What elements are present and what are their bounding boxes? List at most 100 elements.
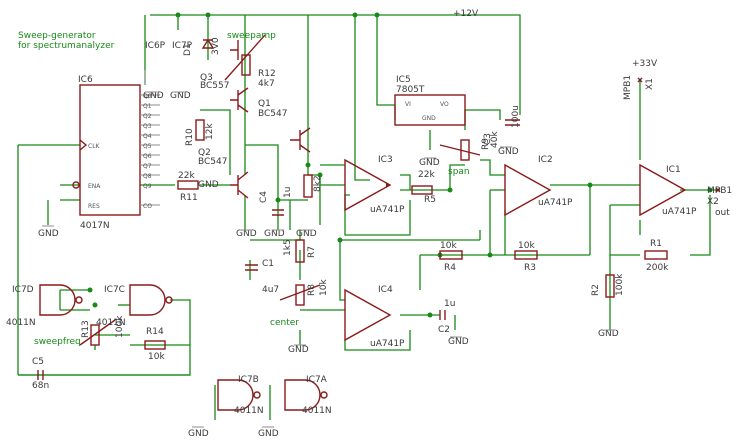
x1-label: X1: [645, 78, 655, 90]
r9-value: 40k: [490, 131, 500, 148]
r8-label: R8: [307, 284, 317, 296]
capacitor-c3[interactable]: [505, 119, 520, 126]
svg-text:Q2: Q2: [143, 113, 152, 120]
zener-d1[interactable]: [201, 38, 215, 49]
r11-label: R11: [180, 193, 198, 203]
resistor-r1[interactable]: [644, 250, 668, 260]
resistor-r10[interactable]: [195, 119, 205, 141]
c3-label: C3: [483, 133, 493, 145]
svg-text:ENA: ENA: [88, 183, 101, 190]
transistor-q1[interactable]: [230, 87, 249, 113]
r5-value: 22k: [418, 170, 435, 180]
out-label: out: [715, 208, 730, 218]
svg-text:RES: RES: [88, 203, 100, 210]
capacitor-c2[interactable]: [439, 310, 446, 320]
opamp-ic4[interactable]: [344, 288, 392, 342]
ic3-label: IC3: [378, 155, 393, 165]
transistor-q2[interactable]: [230, 171, 249, 199]
r14-label: R14: [146, 327, 164, 337]
ic2-label: IC2: [538, 155, 553, 165]
gnd-label-ic7b: GND: [188, 429, 209, 439]
gnd-label-r6: GND: [296, 229, 317, 239]
r5-label: R5: [424, 195, 436, 205]
transistor-q3[interactable]: [230, 40, 239, 60]
resistor-r9-pot[interactable]: [439, 139, 481, 161]
resistor-r3[interactable]: [514, 250, 538, 260]
r6-value: 8k2: [313, 175, 323, 192]
svg-text:Q7: Q7: [143, 163, 152, 170]
junction-dots: [87, 12, 713, 318]
resistor-r4[interactable]: [439, 250, 463, 260]
span-label: span: [448, 167, 470, 177]
svg-text:VO: VO: [440, 101, 449, 108]
c3-value: 100u: [511, 105, 521, 128]
c1-label: C1: [262, 259, 274, 269]
output-connector-x2[interactable]: [715, 187, 721, 193]
gnd-label-c2: GND: [448, 337, 469, 347]
sweepamp-label: sweepamp: [227, 31, 276, 41]
opamp-ic3[interactable]: [344, 158, 392, 212]
resistor-r6[interactable]: [303, 174, 313, 198]
svg-text:Q4: Q4: [143, 133, 152, 140]
resistor-r7[interactable]: [295, 239, 305, 263]
mpb1-supply-label: MPB1: [623, 75, 633, 100]
x2-label: X2: [707, 197, 719, 207]
resistor-r12-pot[interactable]: [224, 34, 266, 81]
svg-text:GND: GND: [422, 115, 436, 122]
nand-ic7c[interactable]: [129, 284, 173, 316]
q2-label: Q2: [198, 148, 211, 158]
gnd-label-ic6p: GND: [143, 91, 164, 101]
q2-type: BC547: [198, 157, 227, 167]
svg-text:Q6: Q6: [143, 153, 152, 160]
svg-text:Q1: Q1: [143, 103, 152, 110]
nand-ic7a[interactable]: [284, 379, 328, 411]
resistor-r11[interactable]: [177, 180, 199, 190]
ic2-type: uA741P: [538, 198, 573, 208]
ic7p-label: IC7P: [172, 41, 193, 51]
opamp-ic1[interactable]: [639, 163, 687, 217]
r2-value: 100k: [615, 273, 625, 296]
ic4-type: uA741P: [370, 339, 405, 349]
capacitor-c4[interactable]: [272, 209, 284, 216]
wiring: [17, 14, 720, 420]
resistor-r5[interactable]: [411, 185, 433, 195]
ic5-label: IC5: [396, 75, 411, 85]
ic7c-type: 4011N: [96, 318, 126, 328]
resistor-r14[interactable]: [144, 340, 166, 350]
regulator-ic5[interactable]: [394, 94, 466, 126]
nand-ic7b[interactable]: [217, 379, 261, 411]
resistor-r13-pot[interactable]: [79, 319, 116, 346]
ic1-label: IC1: [666, 165, 681, 175]
svg-text:CO: CO: [143, 203, 152, 210]
transistor-t-center[interactable]: [290, 127, 311, 153]
capacitor-c5[interactable]: [37, 370, 44, 380]
nand-ic7d[interactable]: [39, 284, 83, 316]
ic6p-label: IC6P: [145, 41, 166, 51]
r3-value: 10k: [518, 241, 535, 251]
r12-value: 4k7: [258, 79, 275, 89]
svg-text:Q0: Q0: [143, 93, 152, 100]
ic6-label: IC6: [78, 75, 93, 85]
ic7a-type: 4011N: [302, 406, 332, 416]
ic3-type: uA741P: [370, 205, 405, 215]
title-line-2: for spectrumanalyzer: [18, 41, 115, 51]
ic7b-type: 4011N: [234, 406, 264, 416]
r4-label: R4: [444, 263, 456, 273]
resistor-r8-pot[interactable]: [279, 284, 321, 306]
svg-text:VI: VI: [405, 101, 411, 108]
gnd-label-ic6: GND: [38, 229, 59, 239]
gnd-label-q2: GND: [198, 180, 219, 190]
svg-text:Q3: Q3: [143, 123, 152, 130]
mpb1-out-label: MPB1: [707, 186, 732, 196]
gnd-label-r2: GND: [598, 329, 619, 339]
gnd-label-c4: GND: [264, 229, 285, 239]
resistor-r2[interactable]: [605, 274, 615, 298]
ic6-4017-counter[interactable]: [72, 70, 160, 216]
opamp-ic2[interactable]: [504, 163, 552, 217]
capacitor-c1[interactable]: [245, 264, 258, 271]
gnd-label-q2e: GND: [236, 229, 257, 239]
r12-label: R12: [258, 69, 276, 79]
supply-connector-x1[interactable]: [637, 77, 643, 83]
